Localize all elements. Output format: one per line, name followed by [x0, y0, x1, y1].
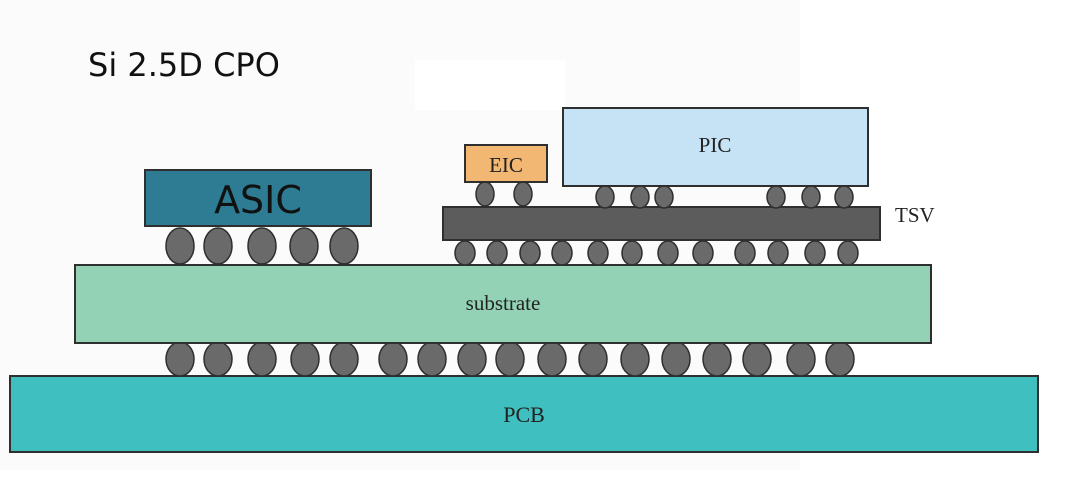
solder-bump — [742, 341, 772, 377]
substrate-layer — [74, 264, 932, 344]
solder-bump — [578, 341, 608, 377]
pcb-label: PCB — [503, 402, 545, 427]
solder-bump — [537, 341, 567, 377]
substrate-pcb-bump-row — [165, 341, 855, 377]
asic-bump-row — [165, 227, 359, 265]
solder-bump — [766, 185, 786, 209]
solder-bump — [475, 181, 495, 207]
solder-bump — [837, 240, 859, 266]
solder-bump — [329, 227, 359, 265]
tsv-label: TSV — [895, 203, 935, 227]
solder-bump — [587, 240, 609, 266]
pcb-layer — [9, 375, 1039, 453]
eic-label: EIC — [489, 153, 523, 177]
solder-bump — [486, 240, 508, 266]
solder-bump — [165, 227, 195, 265]
solder-bump — [661, 341, 691, 377]
pic-label: PIC — [699, 133, 732, 157]
solder-bump — [519, 240, 541, 266]
solder-bump — [654, 185, 674, 209]
solder-bump — [513, 181, 533, 207]
solder-bump — [801, 185, 821, 209]
solder-bump — [203, 227, 233, 265]
solder-bump — [804, 240, 826, 266]
solder-bump — [630, 185, 650, 209]
solder-bump — [454, 240, 476, 266]
eic-chip — [464, 144, 548, 183]
interposer-bump-row — [454, 240, 859, 266]
solder-bump — [734, 240, 756, 266]
solder-bump — [657, 240, 679, 266]
solder-bump — [621, 240, 643, 266]
solder-bump — [834, 185, 854, 209]
solder-bump — [247, 341, 277, 377]
solder-bump — [786, 341, 816, 377]
solder-bump — [495, 341, 525, 377]
diagram-title: Si 2.5D CPO — [88, 46, 280, 84]
solder-bump — [289, 227, 319, 265]
substrate-label: substrate — [466, 291, 541, 315]
pic-chip — [562, 107, 869, 187]
solder-bump — [825, 341, 855, 377]
solder-bump — [203, 341, 233, 377]
solder-bump — [767, 240, 789, 266]
asic-chip — [144, 169, 372, 227]
solder-bump — [551, 240, 573, 266]
solder-bump — [417, 341, 447, 377]
tsv-interposer — [442, 206, 881, 241]
solder-bump — [692, 240, 714, 266]
solder-bump — [165, 341, 195, 377]
solder-bump — [620, 341, 650, 377]
solder-bump — [702, 341, 732, 377]
solder-bump — [329, 341, 359, 377]
solder-bump — [457, 341, 487, 377]
solder-bump — [290, 341, 320, 377]
solder-bump — [247, 227, 277, 265]
solder-bump — [595, 185, 615, 209]
asic-label: ASIC — [214, 178, 302, 222]
background-patch — [415, 60, 565, 110]
solder-bump — [378, 341, 408, 377]
